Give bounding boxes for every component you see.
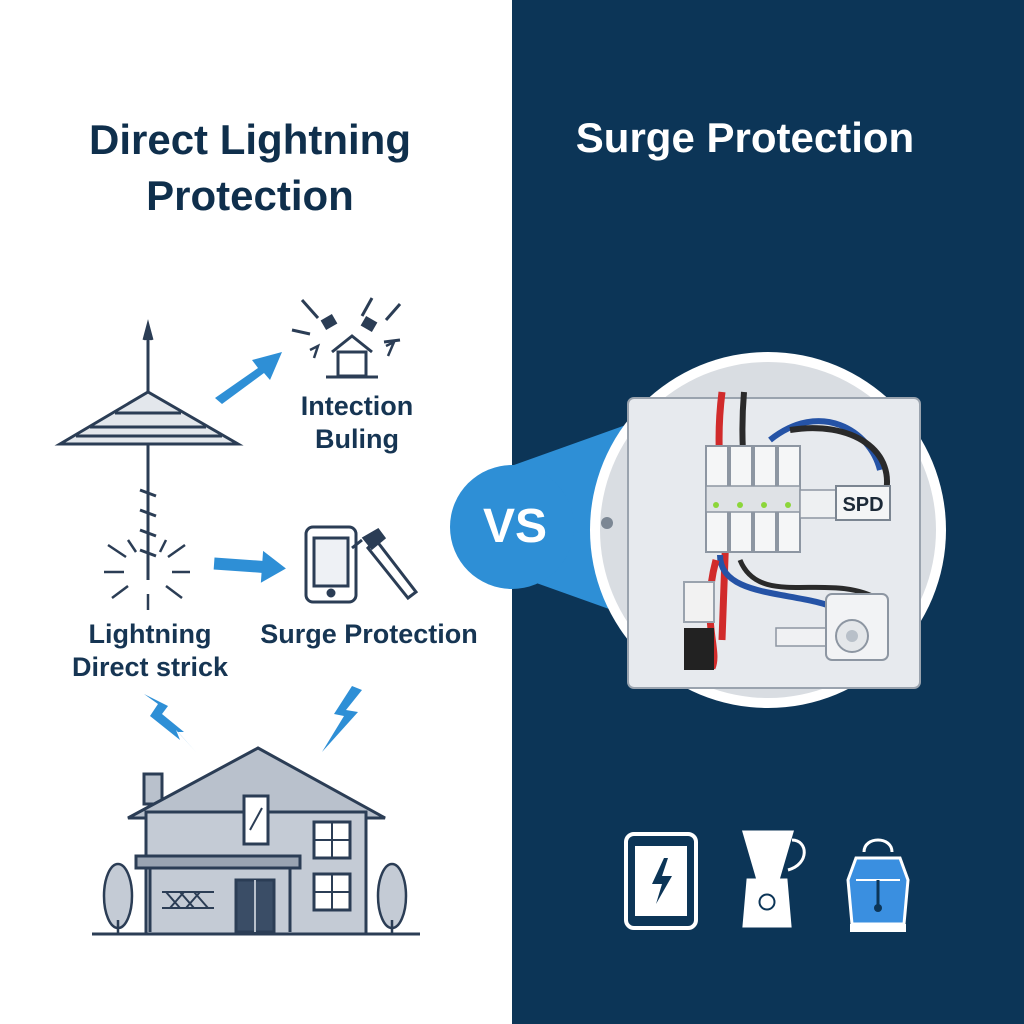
strike-burst-icon <box>104 539 190 610</box>
tree-icon-left <box>102 862 134 934</box>
tree-icon-right <box>376 862 408 934</box>
kettle-icon <box>846 838 910 932</box>
phone-plug-icon <box>304 525 419 604</box>
spd-module <box>835 485 891 521</box>
breaker-modules <box>705 445 843 553</box>
arrow-icon-middle <box>213 550 286 583</box>
label-infection-building: Intection Buling <box>300 391 414 454</box>
arrow-icon-upper <box>215 352 282 404</box>
right-title: Surge Protection <box>575 114 915 161</box>
label-lightning-direct-strike: Lightning Direct strick <box>71 619 229 682</box>
lightning-rod-icon <box>54 319 244 580</box>
label-surge-protection: Surge Protection <box>260 619 478 649</box>
vs-label: VS <box>482 500 548 553</box>
bolt-icon-right <box>322 686 362 752</box>
spd-label: SPD <box>842 494 883 516</box>
bolt-icon-left <box>144 694 196 752</box>
spd-panel-magnifier: SPD <box>590 352 946 708</box>
blender-icon <box>742 830 806 928</box>
house-icon <box>92 746 420 936</box>
left-title: Direct Lightning Protection <box>89 116 411 219</box>
house-strike-icon <box>291 297 402 379</box>
tablet-icon <box>624 832 698 930</box>
